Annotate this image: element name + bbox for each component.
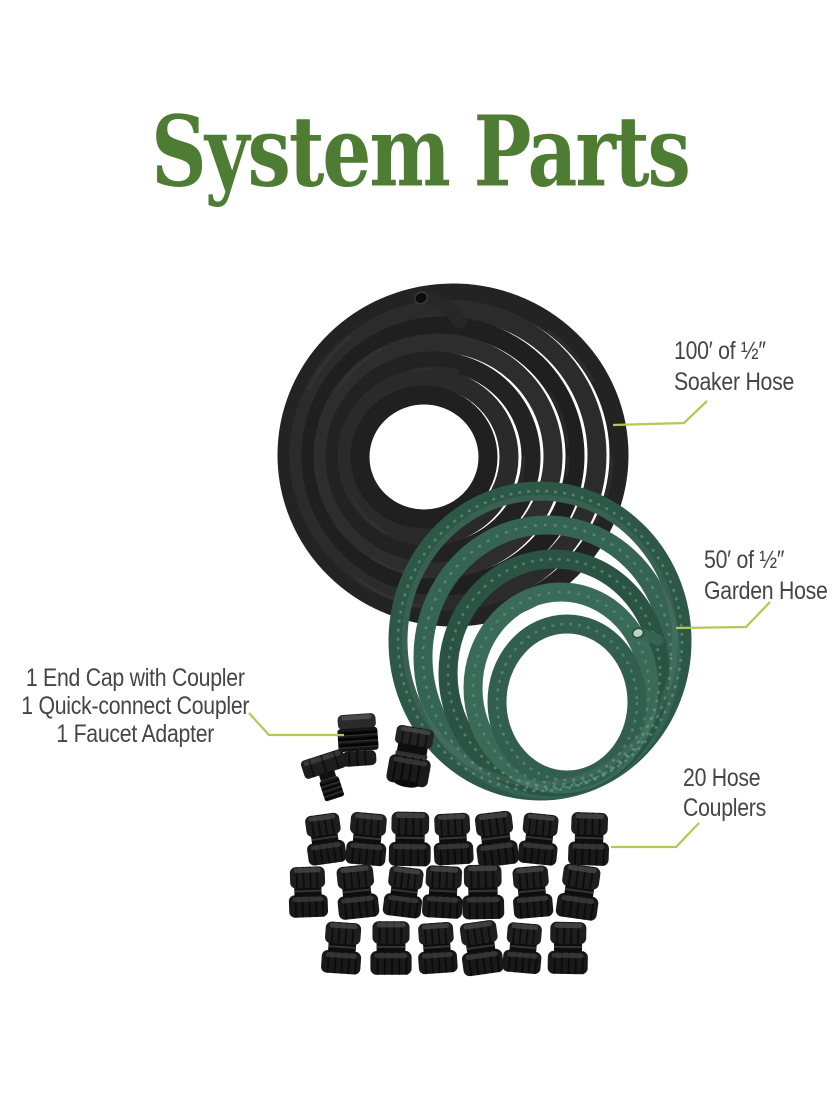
callout-hose-couplers: 20 Hose Couplers <box>683 763 766 823</box>
hose-coupler-image <box>456 918 506 978</box>
hose-coupler-image <box>286 865 330 919</box>
garden-hose-coil <box>388 481 692 801</box>
leader-line-garden-hose <box>675 601 771 630</box>
hose-coupler-image <box>460 863 506 921</box>
callout-hose-couplers-line2: Couplers <box>683 794 767 822</box>
callout-fittings-line1: 1 End Cap with Coupler <box>25 664 245 692</box>
leader-line-hose-couplers <box>611 822 700 849</box>
soaker-hose-tip <box>413 291 467 329</box>
hose-coupler-image <box>566 810 612 868</box>
callout-fittings: 1 End Cap with Coupler 1 Quick-connect C… <box>21 664 251 748</box>
leader-line-soaker-hose <box>612 400 708 427</box>
hose-coupler-image <box>509 863 555 921</box>
hose-coupler-image <box>414 920 460 976</box>
callout-fittings-line2: 1 Quick-connect Coupler <box>21 692 250 720</box>
hose-coupler-image <box>420 863 466 921</box>
callout-fittings-line3: 1 Faucet Adapter <box>56 720 215 748</box>
hose-coupler-image <box>553 861 605 923</box>
quick-connect-coupler-image <box>386 724 435 788</box>
hose-coupler-image <box>471 808 521 870</box>
callout-garden-hose-line1: 50′ of ½″ <box>704 546 785 574</box>
hose-coupler-image <box>387 810 433 868</box>
callout-garden-hose-line2: Garden Hose <box>704 577 828 605</box>
hose-coupler-image <box>319 920 365 976</box>
callout-soaker-hose: 100′ of ½″ Soaker Hose <box>674 336 794 398</box>
page-title: System Parts <box>151 96 691 210</box>
hose-coupler-image <box>500 920 546 976</box>
hose-coupler-image <box>546 920 590 976</box>
callout-soaker-hose-line1: 100′ of ½″ <box>674 337 766 365</box>
leader-line-fittings <box>248 712 344 737</box>
hose-coupler-image <box>516 810 563 868</box>
soaker-hose-coil <box>277 283 629 627</box>
hose-couplers-grid <box>286 808 612 978</box>
callout-soaker-hose-line2: Soaker Hose <box>674 368 795 396</box>
callout-garden-hose: 50′ of ½″ Garden Hose <box>704 545 828 607</box>
garden-hose-tip <box>631 627 664 646</box>
hose-coupler-image <box>332 862 381 922</box>
hose-coupler-image <box>301 810 349 868</box>
hose-coupler-image <box>343 810 391 868</box>
end-cap-coupler-image <box>337 713 379 767</box>
hose-coupler-image <box>369 920 413 976</box>
hose-coupler-image <box>381 864 428 920</box>
callout-hose-couplers-line1: 20 Hose <box>683 764 761 792</box>
faucet-adapter-image <box>300 749 347 802</box>
hose-coupler-image <box>430 811 475 867</box>
